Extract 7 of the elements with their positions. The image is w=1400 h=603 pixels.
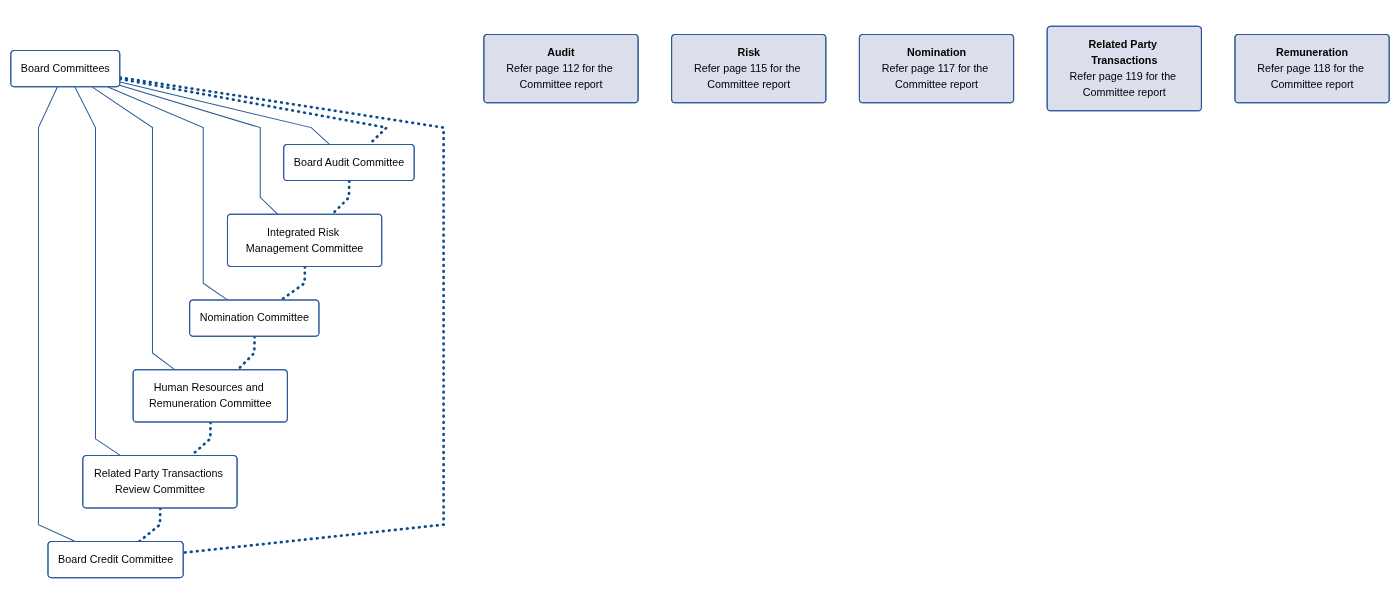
connector [118, 75, 445, 554]
connector [119, 84, 279, 215]
connector [91, 86, 176, 371]
connector [74, 86, 122, 456]
connector [119, 81, 331, 145]
connector [236, 334, 256, 371]
connector [107, 86, 229, 301]
